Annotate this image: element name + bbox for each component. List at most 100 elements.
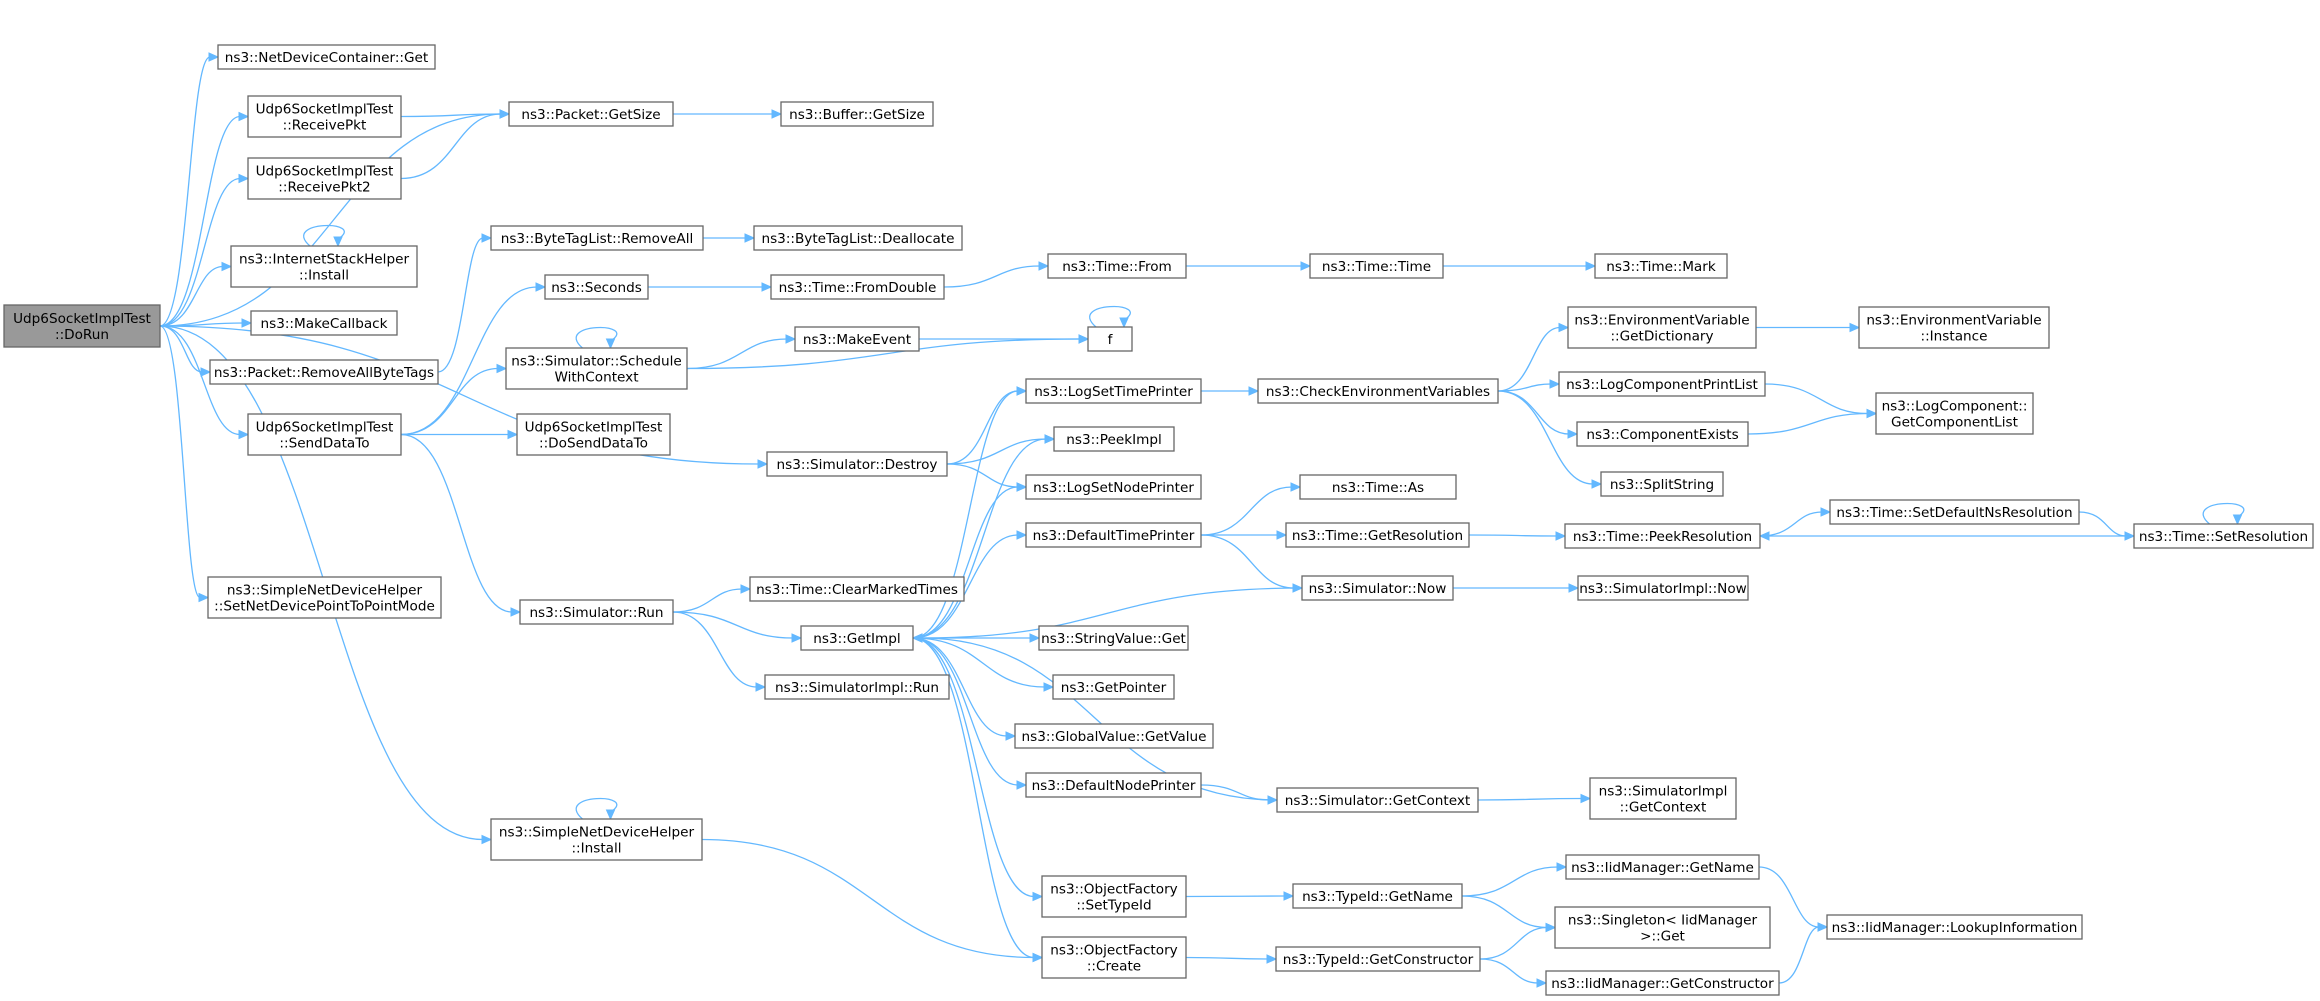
call-edge-root-to-removeallbt: [159, 325, 212, 377]
node-dosenddatato[interactable]: Udp6SocketImplTest::DoSendDataTo: [516, 413, 671, 456]
node-f[interactable]: f: [1087, 326, 1133, 352]
node-label: ns3::ObjectFactory: [1050, 882, 1177, 898]
node-singleton-get[interactable]: ns3::Singleton< IidManager >::Get: [1554, 906, 1771, 949]
node-time-clearmarked[interactable]: ns3::Time::ClearMarkedTimes: [749, 576, 965, 602]
node-sndh-setp2p[interactable]: ns3::SimpleNetDeviceHelper::SetNetDevice…: [207, 576, 442, 619]
node-time-mark[interactable]: ns3::Time::Mark: [1594, 253, 1728, 279]
call-edge-sim-destroy-to-logsettimeprinter: [946, 386, 1028, 465]
call-edge-root-to-recvpkt2: [159, 173, 250, 327]
call-edge-btl-removeall-to-btl-dealloc: [702, 233, 756, 243]
node-box: [1299, 474, 1457, 500]
node-getpointer[interactable]: ns3::GetPointer: [1052, 674, 1175, 700]
node-box: [544, 274, 649, 300]
node-label: ns3::Time::ClearMarkedTimes: [756, 582, 958, 598]
node-label: ::Instance: [1921, 329, 1988, 345]
node-label: ::Install: [571, 841, 621, 857]
node-simimpl-run[interactable]: ns3::SimulatorImpl::Run: [764, 674, 950, 700]
node-label: ::ReceivePkt: [283, 118, 367, 134]
node-label: ns3::NetDeviceContainer::Get: [225, 50, 428, 66]
node-label: ns3::Time::Time: [1322, 259, 1431, 275]
node-sim-getcontext[interactable]: ns3::Simulator::GetContext: [1276, 787, 1479, 813]
node-label: ns3::Time::GetResolution: [1292, 528, 1463, 544]
node-iidm-getctor[interactable]: ns3::IidManager::GetConstructor: [1545, 970, 1780, 996]
node-simimpl-now[interactable]: ns3::SimulatorImpl::Now: [1577, 575, 1749, 601]
node-label: ns3::StringValue::Get: [1041, 631, 1186, 647]
node-time-setdefaultns[interactable]: ns3::Time::SetDefaultNsResolution: [1829, 499, 2080, 525]
node-box: [1301, 575, 1454, 601]
node-box: [1025, 378, 1202, 404]
node-removeallbt[interactable]: ns3::Packet::RemoveAllByteTags: [209, 359, 439, 385]
node-getimpl[interactable]: ns3::GetImpl: [800, 625, 914, 651]
call-edge-logsettimeprinter-to-checkenv: [1201, 386, 1260, 396]
node-box: [516, 413, 671, 456]
node-time-fromdouble[interactable]: ns3::Time::FromDouble: [770, 274, 945, 300]
node-time-as[interactable]: ns3::Time::As: [1299, 474, 1457, 500]
node-sim-now[interactable]: ns3::Simulator::Now: [1301, 575, 1454, 601]
node-logcomp-getlist[interactable]: ns3::LogComponent::GetComponentList: [1875, 392, 2034, 435]
node-checkenv[interactable]: ns3::CheckEnvironmentVariables: [1257, 378, 1499, 404]
node-iidm-lookup[interactable]: ns3::IidManager::LookupInformation: [1826, 914, 2083, 940]
node-of-create[interactable]: ns3::ObjectFactory::Create: [1041, 936, 1187, 979]
node-label: ns3::InternetStackHelper: [239, 252, 409, 268]
node-logsetnodeprinter[interactable]: ns3::LogSetNodePrinter: [1025, 474, 1202, 500]
node-logsettimeprinter[interactable]: ns3::LogSetTimePrinter: [1025, 378, 1202, 404]
node-defaulttimeprinter[interactable]: ns3::DefaultTimePrinter: [1025, 522, 1202, 548]
node-sndh-install[interactable]: ns3::SimpleNetDeviceHelper::Install: [490, 818, 703, 861]
node-time-getres[interactable]: ns3::Time::GetResolution: [1285, 522, 1470, 548]
node-globalvalue-getvalue[interactable]: ns3::GlobalValue::GetValue: [1014, 723, 1214, 749]
node-logcompprintlist[interactable]: ns3::LogComponentPrintList: [1558, 371, 1766, 397]
node-sim-destroy[interactable]: ns3::Simulator::Destroy: [766, 451, 948, 477]
node-ndc-get[interactable]: ns3::NetDeviceContainer::Get: [217, 44, 436, 70]
call-edge-getimpl-to-of-settypeid: [912, 637, 1044, 902]
node-root[interactable]: Udp6SocketImplTest::DoRun: [3, 304, 161, 348]
node-time-from[interactable]: ns3::Time::From: [1047, 253, 1187, 279]
call-edge-recvpkt-to-pkt-getsize: [400, 109, 511, 119]
call-edge-checkenv-to-logcompprintlist: [1497, 379, 1561, 392]
node-envvar-getdict[interactable]: ns3::EnvironmentVariable::GetDictionary: [1567, 306, 1757, 349]
node-time-setres[interactable]: ns3::Time::SetResolution: [2133, 523, 2314, 549]
node-label: ns3::Time::PeekResolution: [1573, 529, 1752, 545]
node-box: [247, 157, 402, 200]
node-makeevent[interactable]: ns3::MakeEvent: [794, 326, 920, 352]
node-label: Udp6SocketImplTest: [256, 420, 394, 436]
node-makecb[interactable]: ns3::MakeCallback: [250, 310, 398, 336]
call-edge-getimpl-to-defaultnodeprinter: [912, 637, 1028, 790]
node-envvar-instance[interactable]: ns3::EnvironmentVariable::Instance: [1858, 306, 2050, 349]
node-iidm-getname[interactable]: ns3::IidManager::GetName: [1565, 854, 1760, 880]
node-ish-install[interactable]: ns3::InternetStackHelper::Install: [230, 245, 418, 288]
node-pkt-getsize[interactable]: ns3::Packet::GetSize: [508, 101, 674, 127]
node-stringvalue-get[interactable]: ns3::StringValue::Get: [1038, 625, 1189, 651]
node-buf-getsize[interactable]: ns3::Buffer::GetSize: [780, 101, 934, 127]
node-recvpkt[interactable]: Udp6SocketImplTest::ReceivePkt: [247, 95, 402, 138]
node-label: ns3::Time::As: [1332, 480, 1424, 496]
node-compexists[interactable]: ns3::ComponentExists: [1576, 421, 1749, 447]
node-time-peekres[interactable]: ns3::Time::PeekResolution: [1564, 523, 1761, 549]
node-recvpkt2[interactable]: Udp6SocketImplTest::ReceivePkt2: [247, 157, 402, 200]
node-peekimpl[interactable]: ns3::PeekImpl: [1053, 426, 1175, 452]
node-simimpl-getcontext[interactable]: ns3::SimulatorImpl::GetContext: [1589, 777, 1737, 820]
node-label: ns3::GetImpl: [813, 631, 900, 647]
node-splitstring[interactable]: ns3::SplitString: [1600, 471, 1724, 497]
node-btl-dealloc[interactable]: ns3::ByteTagList::Deallocate: [753, 225, 963, 251]
call-edge-recvpkt2-to-pkt-getsize: [400, 109, 511, 180]
node-typeid-getctor[interactable]: ns3::TypeId::GetConstructor: [1275, 946, 1481, 972]
call-edge-sim-swc-to-sim-swc: [575, 326, 618, 350]
node-box: [1594, 253, 1728, 279]
node-senddatato[interactable]: Udp6SocketImplTest::SendDataTo: [247, 413, 402, 456]
node-defaultnodeprinter[interactable]: ns3::DefaultNodePrinter: [1025, 772, 1202, 798]
node-box: [508, 101, 674, 127]
node-btl-removeall[interactable]: ns3::ByteTagList::RemoveAll: [490, 225, 704, 251]
node-label: >::Get: [1640, 929, 1685, 945]
call-edge-root-to-ndc-get: [159, 52, 220, 327]
node-seconds[interactable]: ns3::Seconds: [544, 274, 649, 300]
call-edge-getimpl-to-logsettimeprinter: [912, 386, 1028, 639]
node-label: ns3::Simulator::GetContext: [1285, 793, 1471, 809]
node-of-settypeid[interactable]: ns3::ObjectFactory::SetTypeId: [1041, 875, 1187, 918]
node-typeid-getname[interactable]: ns3::TypeId::GetName: [1292, 883, 1463, 909]
node-box: [3, 304, 161, 348]
node-sim-run[interactable]: ns3::Simulator::Run: [519, 599, 674, 625]
call-edge-checkenv-to-compexists: [1497, 390, 1579, 439]
node-time-time[interactable]: ns3::Time::Time: [1309, 253, 1444, 279]
node-label: f: [1108, 332, 1114, 348]
